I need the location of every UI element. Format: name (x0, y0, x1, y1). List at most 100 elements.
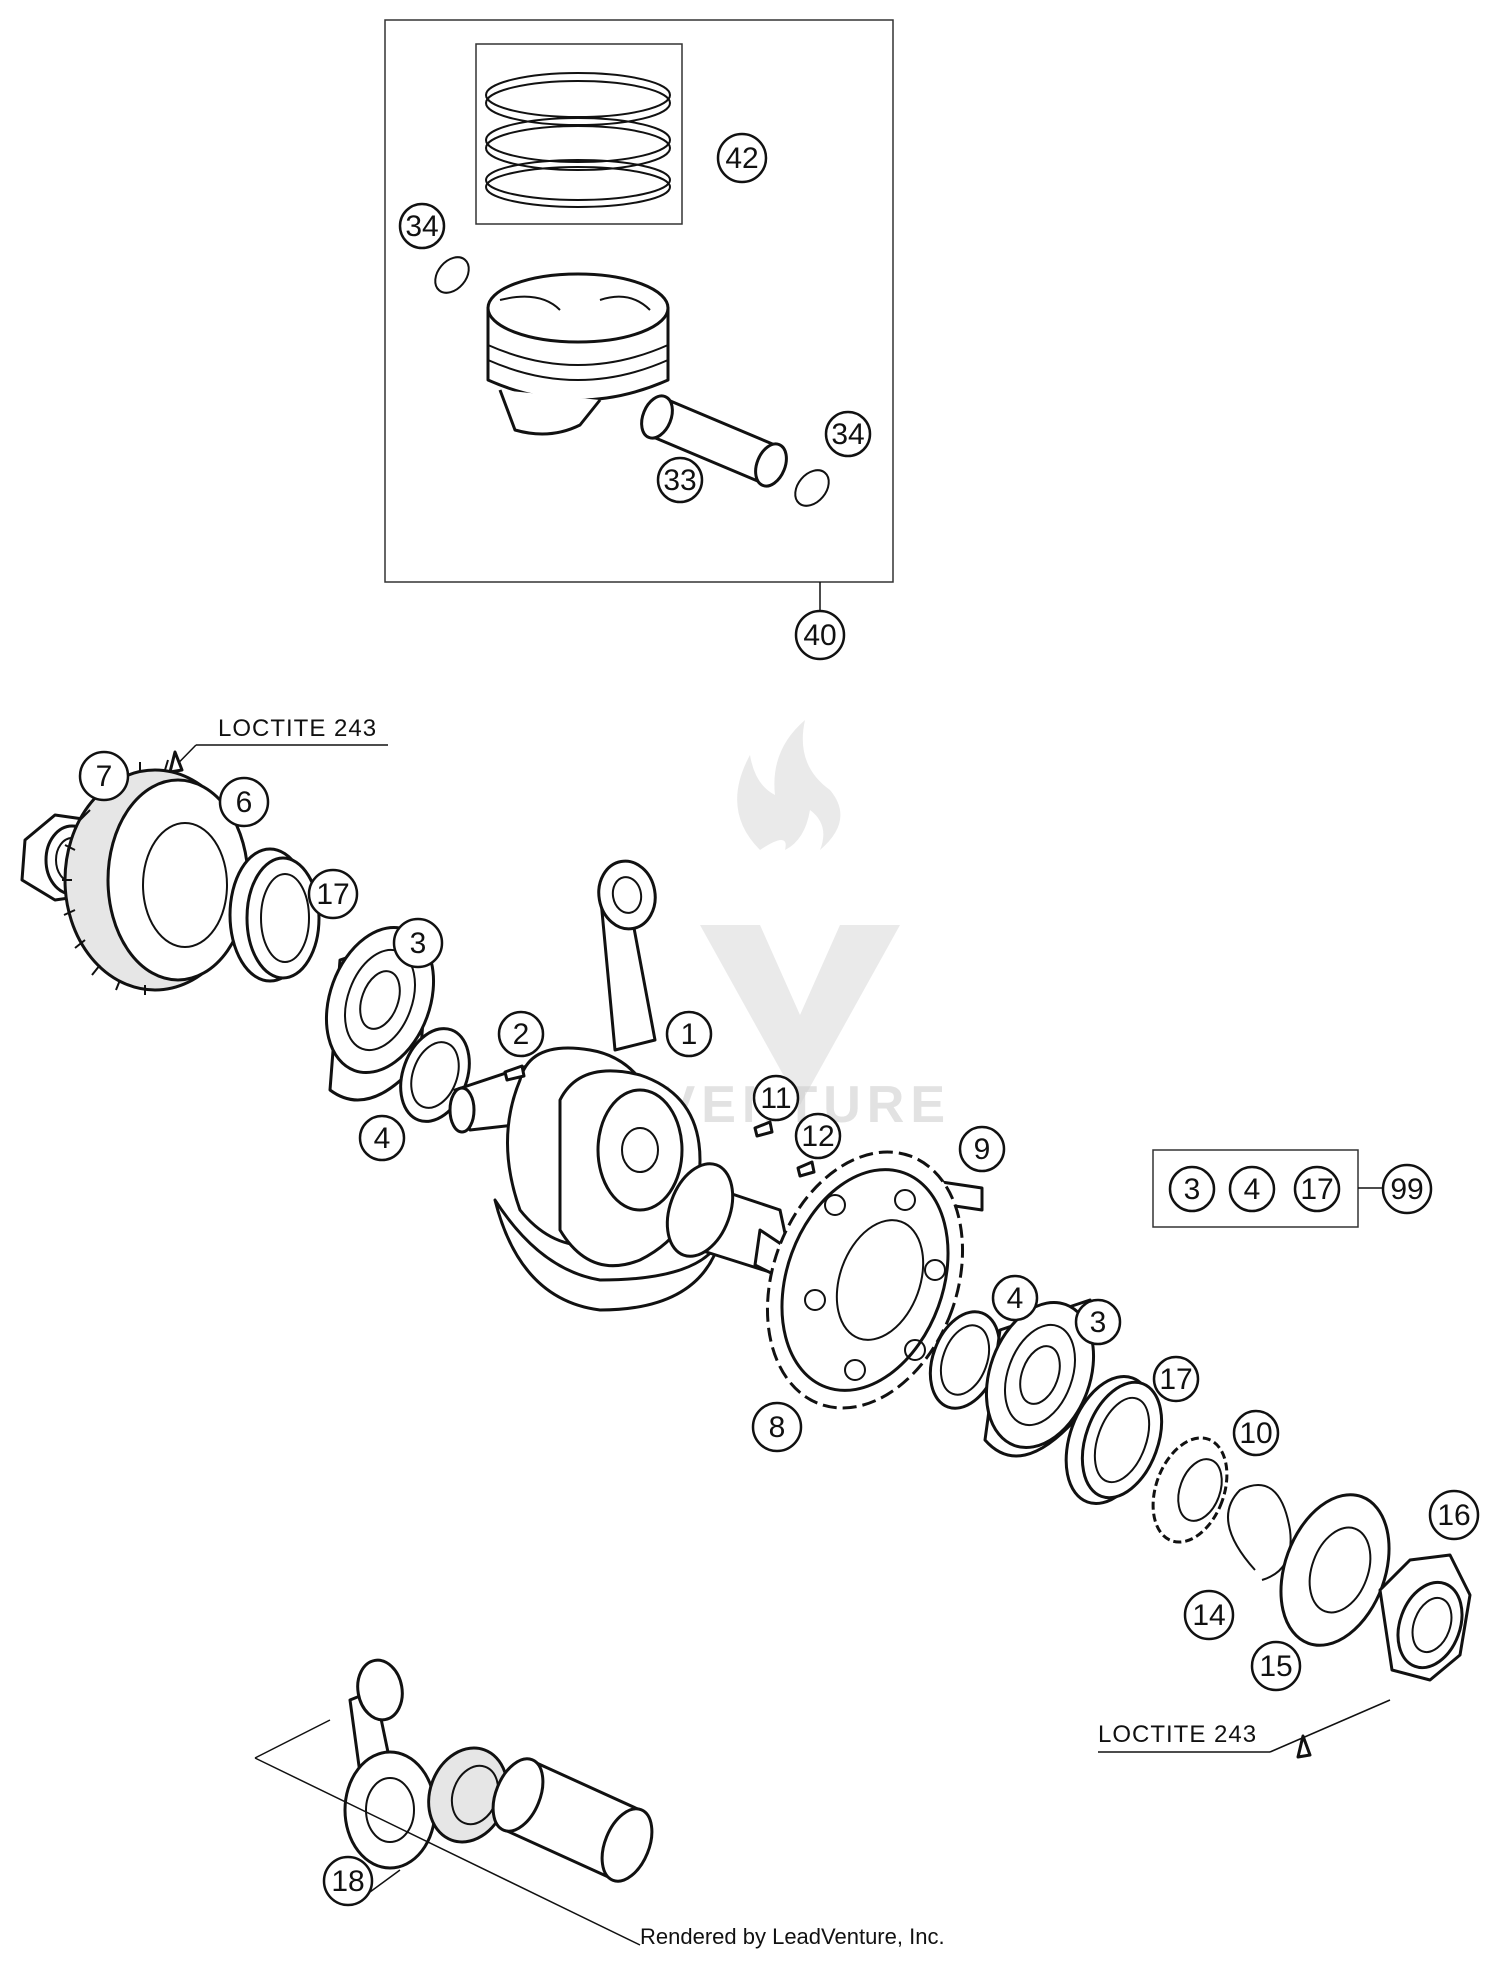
callout-c12: 12 (794, 1112, 842, 1160)
callout-circle (1183, 1589, 1235, 1641)
callout-label: 3 (410, 927, 427, 960)
callout-label: 17 (1159, 1363, 1192, 1396)
callout-c1: 1 (665, 1010, 713, 1058)
callout-circle (991, 1274, 1039, 1322)
callout-label: 3 (1090, 1306, 1107, 1339)
callout-label: 34 (831, 418, 864, 451)
callout-c2: 2 (497, 1010, 545, 1058)
callout-label: 3 (1184, 1173, 1201, 1206)
callout-label: 99 (1390, 1173, 1423, 1206)
callout-circle (358, 1114, 406, 1162)
key-2 (503, 1064, 526, 1082)
callout-circle (1232, 1409, 1280, 1457)
loctite-note-bottom: LOCTITE 243 (1098, 1721, 1257, 1748)
callout-c4b: 4 (991, 1274, 1039, 1322)
callout-label: 17 (1300, 1173, 1333, 1206)
callout-c7: 7 (78, 750, 130, 802)
callout-label: 4 (1007, 1282, 1024, 1315)
callout-circle (958, 1125, 1006, 1173)
callout-circle (1293, 1165, 1341, 1213)
callout-label: 15 (1259, 1650, 1292, 1683)
callout-circle (307, 868, 359, 920)
crankshaft-1 (448, 859, 797, 1312)
callout-circle (497, 1010, 545, 1058)
callout-circle (322, 1855, 374, 1907)
callout-label: 7 (96, 760, 113, 793)
callout-c10: 10 (1232, 1409, 1280, 1457)
nut-16 (1378, 1553, 1472, 1682)
oil-seal-17-right (1064, 1374, 1164, 1506)
callout-circle (1228, 1165, 1276, 1213)
credit-text: Rendered by LeadVenture, Inc. (640, 1924, 945, 1949)
callout-label: 8 (769, 1411, 786, 1444)
callout-circle (751, 1401, 803, 1453)
callout-label: 12 (801, 1120, 834, 1153)
callout-circle (1168, 1165, 1216, 1213)
callout-label: 33 (663, 464, 696, 497)
callout-label: 1 (681, 1018, 698, 1051)
callout-k4: 4 (1228, 1165, 1276, 1213)
callout-c33: 33 (656, 456, 704, 504)
callout-c34b: 34 (824, 410, 872, 458)
callout-label: 10 (1239, 1417, 1272, 1450)
callout-c17b: 17 (1152, 1355, 1200, 1403)
callout-circle (1250, 1640, 1302, 1692)
callout-label: 14 (1192, 1599, 1225, 1632)
callout-label: 16 (1437, 1499, 1470, 1532)
callout-c8: 8 (751, 1401, 803, 1453)
piston-rings (485, 72, 671, 208)
callout-c17a: 17 (307, 868, 359, 920)
callout-circle (665, 1010, 713, 1058)
circlip-right (794, 469, 830, 507)
callout-label: 34 (405, 210, 438, 243)
callout-label: 4 (374, 1122, 391, 1155)
callout-label: 4 (1244, 1173, 1261, 1206)
callout-circle (1428, 1489, 1480, 1541)
callout-k99: 99 (1381, 1163, 1433, 1215)
bearing-3-right (983, 1298, 1096, 1458)
callout-circle (794, 609, 846, 661)
piston-pin (640, 394, 788, 488)
oil-seal-17-left (228, 847, 321, 983)
piston-kit-box (384, 19, 894, 583)
loctite-drop-bottom (1296, 1734, 1312, 1759)
callout-circle (716, 132, 768, 184)
callout-c3a: 3 (392, 917, 444, 969)
callout-c9: 9 (958, 1125, 1006, 1173)
callout-k3: 3 (1168, 1165, 1216, 1213)
ring-set-box (475, 43, 683, 225)
callout-circle (218, 776, 270, 828)
callout-circle (398, 202, 446, 250)
callout-c40: 40 (794, 609, 846, 661)
circlip-left (434, 256, 470, 294)
timing-gear-8 (765, 1150, 965, 1410)
callout-circle (794, 1112, 842, 1160)
callout-label: 9 (974, 1133, 991, 1166)
callout-circle (1381, 1163, 1433, 1215)
callout-c14: 14 (1183, 1589, 1235, 1641)
conrod-kit-18 (254, 1658, 654, 1946)
callout-label: 2 (513, 1018, 530, 1051)
loctite-note-top: LOCTITE 243 (218, 715, 377, 742)
callout-label: 11 (760, 1082, 791, 1115)
callout-label: 17 (316, 878, 349, 911)
callout-circle (752, 1074, 800, 1122)
callout-c42: 42 (716, 132, 768, 184)
callout-circle (656, 456, 704, 504)
callout-c4a: 4 (358, 1114, 406, 1162)
callout-label: 18 (331, 1865, 364, 1898)
loctite-drop-top (168, 750, 184, 774)
callout-c6: 6 (218, 776, 270, 828)
callout-c34a: 34 (398, 202, 446, 250)
circlip-14 (1227, 1484, 1292, 1581)
callout-c16: 16 (1428, 1489, 1480, 1541)
callout-label: 40 (803, 619, 836, 652)
callout-c18: 18 (322, 1855, 374, 1907)
key-11 (753, 1120, 774, 1138)
piston (486, 272, 670, 436)
callout-c3b: 3 (1074, 1298, 1122, 1346)
callout-label: 42 (725, 142, 758, 175)
key-12 (796, 1160, 816, 1178)
